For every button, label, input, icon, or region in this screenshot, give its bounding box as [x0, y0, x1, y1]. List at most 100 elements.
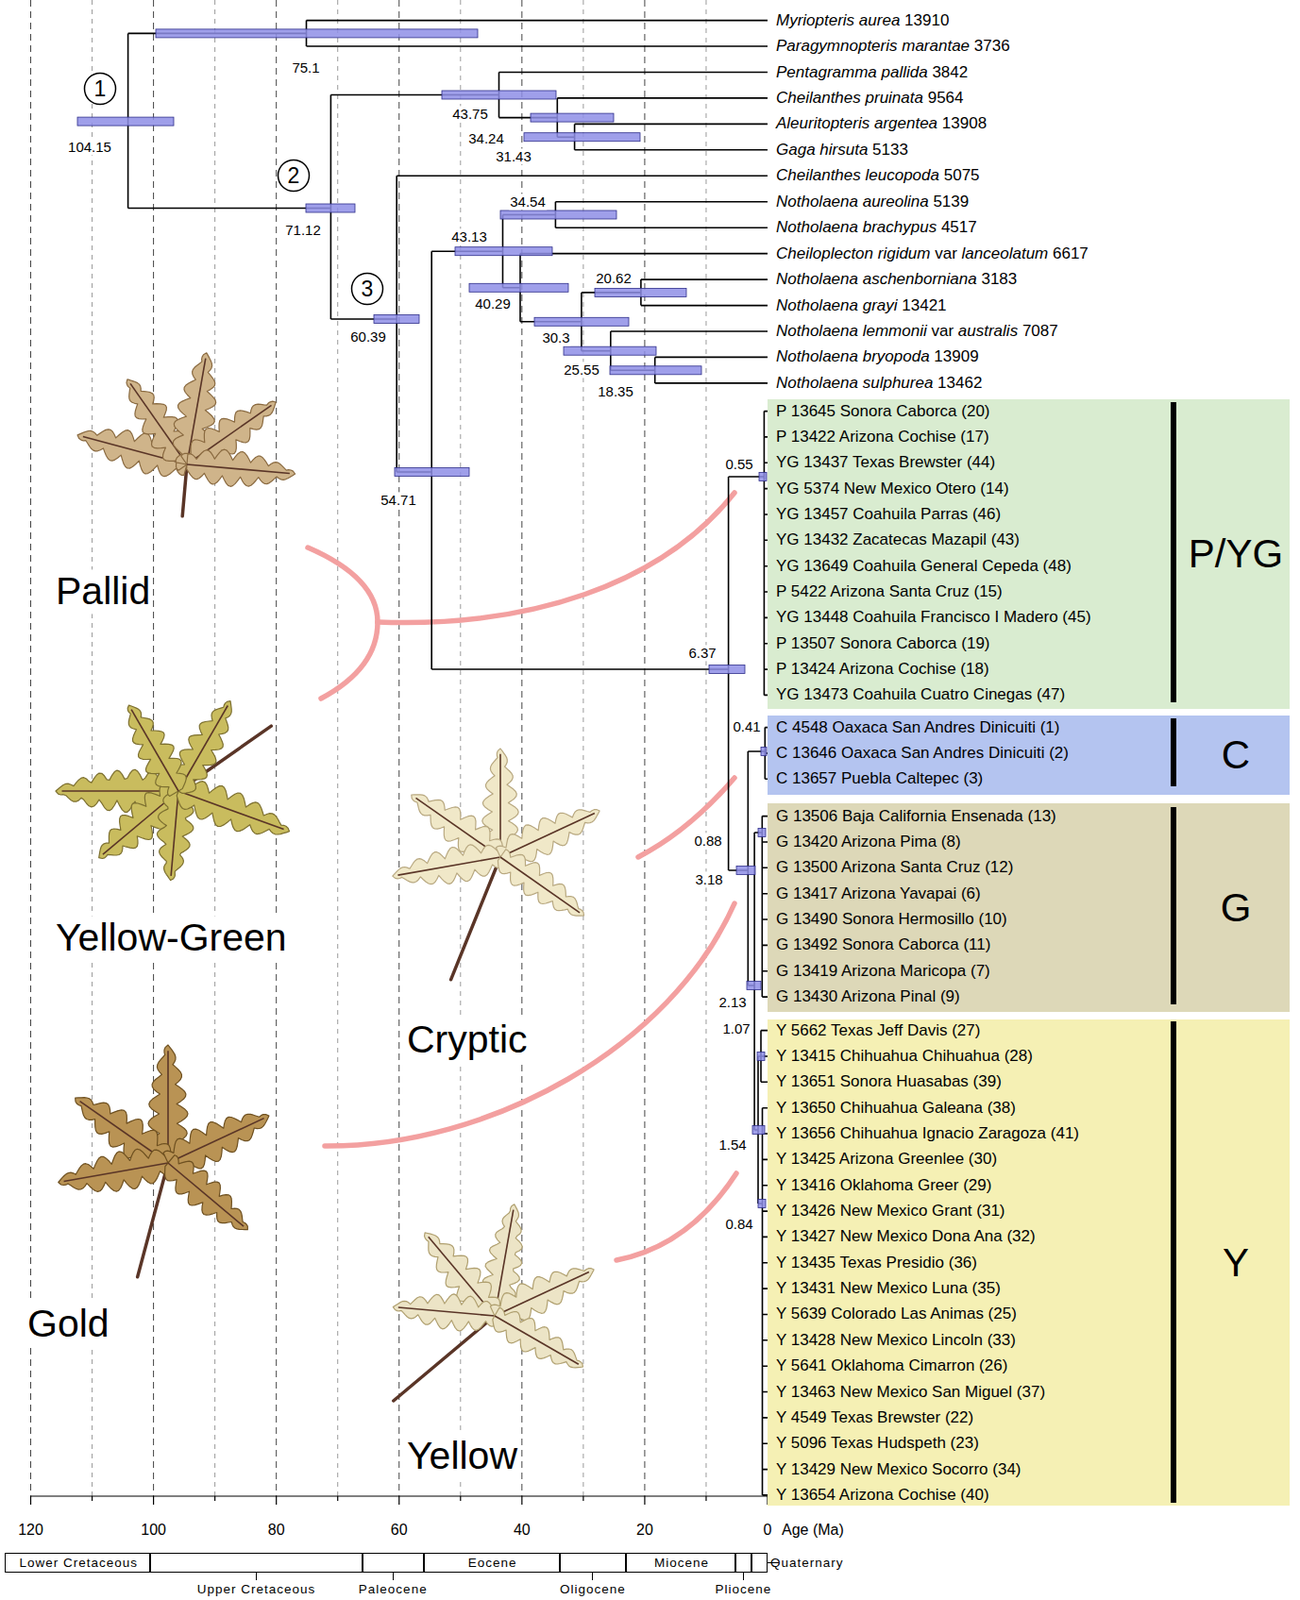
specimen-label: P 13645 Sonora Caborca (20) — [776, 402, 991, 422]
taxon-label: Paragymnopteris marantae 3736 — [776, 36, 1011, 56]
clade-bracket-bar — [1170, 402, 1177, 704]
frond-pinna — [165, 1155, 249, 1231]
frond-pinna — [127, 705, 186, 796]
axis-tick — [459, 1496, 461, 1502]
clade-band: C 4548 Oaxaca San Andres Dinicuiti (1)C … — [767, 715, 1290, 795]
axis-tick — [398, 1496, 400, 1505]
specimen-label: YG 13649 Coahuila General Cepeda (48) — [776, 557, 1072, 576]
age-interval-bar — [455, 247, 553, 256]
taxon-word: grayi — [862, 296, 898, 315]
node-age: 54.71 — [379, 491, 418, 508]
timescale-cell: Miocene — [625, 1553, 735, 1573]
taxon-word: leucopoda — [865, 167, 940, 186]
age-interval-bar — [758, 828, 766, 838]
age-interval-bar — [155, 29, 478, 38]
taxon-label: Myriopteris aurea 13910 — [776, 11, 949, 31]
node-age: 25.55 — [562, 361, 601, 378]
specimen-label: G 13506 Baja California Ensenada (13) — [776, 807, 1057, 827]
taxon-label: Notholaena bryopoda 13909 — [776, 348, 980, 368]
yellow-frond — [392, 1204, 594, 1402]
callout-circle: 3 — [350, 271, 385, 306]
timescale-cell: Pliocene — [735, 1553, 753, 1573]
taxon-word: Cheiloplecton — [776, 244, 874, 263]
taxon-label: Notholaena aureolina 5139 — [776, 192, 969, 212]
taxon-word: Gaga — [776, 140, 816, 159]
specimen-label: YG 13437 Texas Brewster (44) — [776, 453, 996, 473]
morphotype-name: Cryptic — [405, 1017, 530, 1063]
specimen-label: Y 13415 Chihuahua Chihuahua (28) — [776, 1046, 1033, 1066]
taxon-label: Aleuritopteris argentea 13908 — [776, 115, 987, 135]
specimen-label: Y 13435 Texas Presidio (36) — [776, 1253, 978, 1273]
age-interval-bar — [760, 747, 767, 757]
specimen-label: Y 4549 Texas Brewster (22) — [776, 1408, 974, 1428]
timescale-cell: Upper Cretaceous — [150, 1553, 362, 1573]
frond-midrib — [170, 791, 179, 877]
epoch-name: Quaternary — [770, 1555, 845, 1571]
leader-arc — [307, 547, 378, 623]
clade-band: P 13645 Sonora Caborca (20) P 13422 Arizo… — [767, 399, 1290, 710]
axis-tick — [521, 1496, 523, 1505]
node-age: 6.37 — [687, 644, 717, 661]
morphotype-name: Yellow — [405, 1434, 520, 1479]
node-age: 3.18 — [693, 871, 724, 888]
age-interval-bar — [500, 210, 617, 220]
taxon-word: aschenborniana — [862, 270, 978, 288]
specimen-label: P 5422 Arizona Santa Cruz (15) — [776, 582, 1003, 602]
specimen-label: YG 13473 Coahuila Cuatro Cinegas (47) — [776, 686, 1065, 706]
taxon-word: Notholaena — [776, 296, 859, 315]
node-age: 34.24 — [467, 130, 506, 147]
age-interval-bar — [77, 117, 174, 126]
axis-label: 20 — [636, 1521, 654, 1539]
axis-tick — [30, 1496, 32, 1505]
taxon-word: Aleuritopteris — [776, 115, 870, 134]
axis-tick — [214, 1496, 216, 1502]
taxon-word: Myriopteris — [776, 11, 855, 30]
morphotype-name: Gold — [25, 1301, 112, 1347]
axis-label: 120 — [17, 1521, 44, 1539]
clade-band: G 13506 Baja California Ensenada (13)G 1… — [767, 803, 1290, 1013]
frond-pinna — [497, 849, 584, 916]
node-age: 34.54 — [508, 193, 547, 210]
taxon-word: Notholaena — [776, 348, 859, 367]
taxon-word: australis — [958, 321, 1018, 340]
epoch-name: Oligocene — [559, 1582, 626, 1598]
age-interval-bar — [594, 287, 687, 297]
taxon-label: Cheilanthes leucopoda 5075 — [776, 167, 980, 186]
node-age: 0.41 — [731, 718, 761, 735]
yellow-green-frond — [55, 701, 290, 881]
taxon-word: lanceolatum — [962, 244, 1049, 263]
frond-midrib — [397, 857, 501, 876]
node-age: 75.1 — [290, 59, 321, 76]
node-age: 104.15 — [67, 138, 113, 155]
taxon-label: Notholaena aschenborniana 3183 — [776, 270, 1017, 289]
circle-shape — [352, 273, 384, 305]
node-age: 0.84 — [724, 1215, 754, 1233]
specimen-label: C 13646 Oaxaca San Andres Dinicuiti (2) — [776, 743, 1069, 763]
grid-line — [30, 0, 32, 1497]
clade-name: P/YG — [1188, 531, 1284, 577]
specimen-label: P 13422 Arizona Cochise (17) — [776, 427, 990, 447]
grid-line — [398, 0, 400, 1497]
specimen-label: Y 13463 New Mexico San Miguel (37) — [776, 1383, 1046, 1402]
taxon-word: 7087 — [1022, 321, 1059, 340]
taxon-word: rigidum — [877, 244, 931, 263]
node-age: 71.12 — [284, 221, 322, 238]
epoch-name: Upper Cretaceous — [197, 1582, 317, 1598]
taxon-label: Notholaena brachypus 4517 — [776, 218, 978, 237]
age-interval-bar — [736, 866, 756, 876]
morphotype-name: Yellow-Green — [53, 915, 289, 961]
taxon-word: 3842 — [931, 63, 968, 82]
taxon-word: 13908 — [942, 115, 987, 134]
timescale-cell: Quaternary — [751, 1553, 768, 1573]
frond-midrib — [168, 1163, 244, 1227]
timescale-cell: Oligocene — [559, 1553, 627, 1573]
epoch-tick — [392, 1572, 394, 1581]
age-interval-bar — [530, 113, 614, 122]
taxon-word: marantae — [901, 36, 970, 55]
frond-pinna — [492, 1307, 584, 1368]
age-intervals — [77, 29, 767, 1209]
age-interval-bar — [609, 366, 702, 375]
grid-line — [705, 0, 707, 1497]
taxon-word: argentea — [874, 115, 938, 134]
taxon-word: Paragymnopteris — [776, 36, 898, 55]
